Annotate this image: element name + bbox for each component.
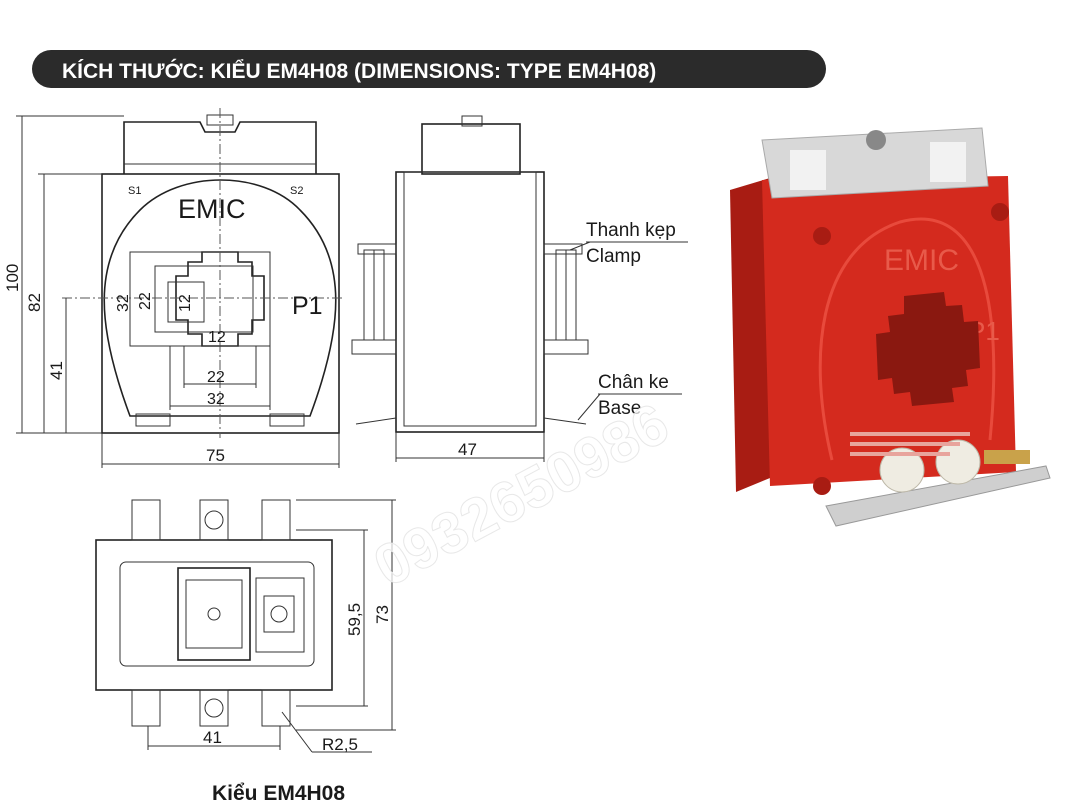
product-brand-emboss: EMIC	[884, 244, 959, 277]
product-knob-s1-icon	[879, 447, 925, 493]
clamp-right-head	[543, 243, 583, 255]
dim-label-75: 75	[206, 446, 225, 465]
dim-label-window-22: 22	[137, 292, 154, 310]
primary-p1-label: P1	[292, 292, 323, 320]
front-view: EMIC S1 S2 P1 100 82 41 32 22 12 12 22 3…	[3, 108, 342, 468]
product-arch-emboss	[818, 217, 996, 461]
base-label-en: Base	[598, 398, 641, 419]
terminal-s1-label: S1	[128, 185, 141, 197]
dim-label-41-bottom: 41	[203, 728, 222, 747]
dim-label-595: 59,5	[345, 603, 364, 636]
clamp-left-head	[357, 243, 397, 255]
window-box-12	[167, 281, 205, 323]
brand-label: EMIC	[178, 194, 246, 224]
side-terminal-screw	[461, 115, 483, 127]
bottom-clamp-bar	[177, 567, 251, 661]
bottom-tab-tl	[131, 499, 161, 541]
product-hole-bl	[813, 477, 831, 495]
window-box-32	[129, 251, 271, 347]
front-foot-right	[269, 413, 305, 427]
bottom-terminal-screw	[270, 605, 288, 623]
product-hole-tl	[813, 227, 831, 245]
dim-label-73: 73	[373, 605, 392, 624]
product-brass-bolt-icon	[984, 450, 1030, 464]
clamp-right-base	[543, 339, 589, 355]
side-body-inner	[403, 171, 537, 427]
drawing-caption: Kiểu EM4H08	[212, 782, 345, 805]
title-bar-background	[32, 50, 826, 88]
bottom-terminal-nut	[263, 595, 295, 633]
base-label-vi: Chân ke	[598, 372, 669, 393]
front-foot-left	[135, 413, 171, 427]
product-hole-tr	[991, 203, 1009, 221]
product-side-face	[730, 178, 770, 492]
dim-label-100: 100	[3, 264, 22, 292]
dim-label-47: 47	[458, 440, 477, 459]
product-body	[762, 176, 1016, 486]
clamp-label-en: Clamp	[586, 246, 641, 267]
product-label-line-1	[850, 432, 970, 436]
bottom-bolt-top	[199, 499, 229, 541]
side-body-outline	[395, 171, 545, 433]
bottom-tab-tr	[261, 499, 291, 541]
dim-label-window-12v: 12	[177, 294, 194, 312]
clamp-left-base	[351, 339, 397, 355]
bottom-tab-bl	[131, 689, 161, 727]
clamp-leader	[569, 241, 591, 251]
dim-label-window-22h: 22	[207, 369, 225, 386]
side-base-feet	[355, 417, 587, 425]
phone-watermark: 0932650986	[364, 391, 679, 600]
product-terminal-slot-left	[790, 150, 826, 190]
bottom-view: 41 59,5 73 R2,5	[95, 499, 396, 754]
dim-label-window-32: 32	[115, 294, 132, 312]
clamp-label-vi: Thanh kẹp	[586, 220, 676, 241]
window-box-22	[154, 265, 254, 333]
bottom-terminal	[255, 577, 305, 653]
terminal-s2-label: S2	[290, 185, 303, 197]
dim-label-radius: R2,5	[322, 735, 358, 754]
product-photo: EMIC P1	[730, 127, 1051, 527]
bottom-clamp-bar-inner	[185, 579, 243, 649]
dim-label-82: 82	[25, 293, 44, 312]
product-terminal-slot-right	[930, 142, 966, 182]
product-knob-s2-icon	[935, 439, 981, 485]
dim-label-41: 41	[47, 361, 66, 380]
bottom-bolt-bottom	[199, 689, 229, 727]
product-base-plate	[825, 465, 1051, 527]
product-label-line-2	[850, 442, 960, 446]
side-terminal-block	[421, 123, 521, 175]
product-label-line-3	[850, 452, 950, 456]
radius-leader	[281, 711, 313, 753]
dim-label-window-32h: 32	[207, 391, 225, 408]
bottom-tab-br	[261, 689, 291, 727]
base-leader	[577, 393, 601, 421]
page-title: KÍCH THƯỚC: KIỂU EM4H08 (DIMENSIONS: TYP…	[62, 59, 656, 83]
front-arch-outline	[103, 179, 337, 417]
product-terminal-screw-icon	[866, 130, 886, 150]
bottom-bolt-top-head	[204, 510, 224, 530]
side-view: 47 Thanh kẹp Clamp Chân ke Base	[351, 115, 688, 462]
bottom-inner-panel	[119, 561, 315, 667]
product-primary-window	[876, 292, 980, 406]
bottom-bolt-bottom-head	[204, 698, 224, 718]
dim-label-window-12h: 12	[208, 329, 226, 346]
bottom-center-screw	[207, 607, 221, 621]
title-bar: KÍCH THƯỚC: KIỂU EM4H08 (DIMENSIONS: TYP…	[32, 50, 826, 88]
